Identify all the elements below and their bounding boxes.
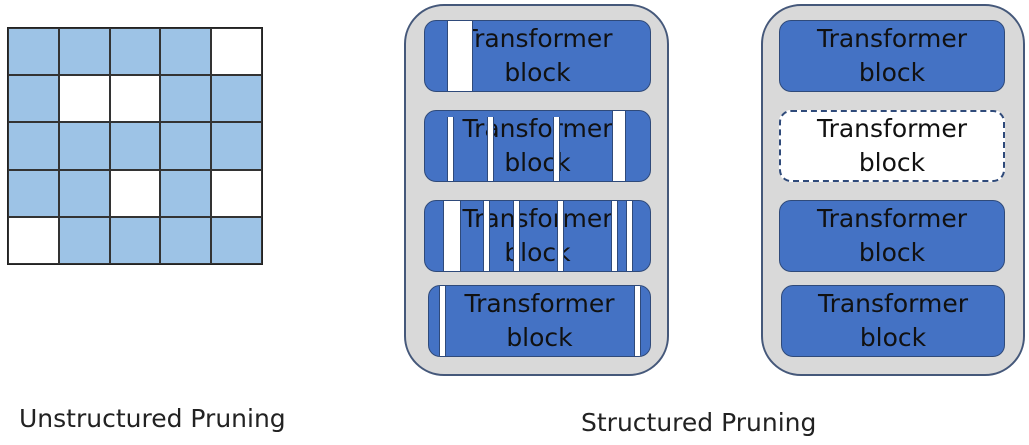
- pruned-channel: [483, 201, 490, 271]
- weight-cell: [160, 169, 212, 217]
- pruned-channel: [487, 117, 494, 181]
- structured-caption: Structured Pruning: [581, 408, 817, 437]
- pruned-channel: [447, 117, 454, 181]
- weight-cell: [109, 216, 161, 264]
- pruned-channel: [447, 21, 473, 91]
- pruned-channel: [612, 111, 626, 181]
- weight-cell: [109, 122, 161, 170]
- weight-cell: [58, 122, 110, 170]
- weight-cell: [109, 28, 161, 76]
- pruned-weight-cell: [211, 169, 262, 217]
- weight-cell: [58, 169, 110, 217]
- weight-cell: [8, 122, 59, 170]
- unstructured-weight-grid: [7, 27, 263, 265]
- pruned-channel: [626, 201, 633, 271]
- weight-cell: [58, 216, 110, 264]
- pruned-weight-cell: [109, 169, 161, 217]
- weight-cell: [160, 75, 212, 123]
- weight-cell: [8, 75, 59, 123]
- weight-cell: [160, 28, 212, 76]
- pruned-channel: [513, 201, 520, 271]
- weight-cell: [211, 75, 262, 123]
- pruned-channel: [634, 286, 641, 356]
- unstructured-caption: Unstructured Pruning: [19, 404, 286, 433]
- pruned-weight-cell: [58, 75, 110, 123]
- pruned-channel: [611, 201, 618, 271]
- pruned-weight-cell: [8, 216, 59, 264]
- pruned-channel: [557, 201, 564, 271]
- weight-cell: [160, 216, 212, 264]
- pruned-weight-cell: [109, 75, 161, 123]
- pruned-channel: [439, 286, 446, 356]
- weight-cell: [58, 28, 110, 76]
- pruned-channel: [553, 117, 560, 181]
- weight-cell: [211, 122, 262, 170]
- weight-cell: [160, 122, 212, 170]
- pruned-weight-cell: [211, 28, 262, 76]
- weight-cell: [8, 169, 59, 217]
- weight-cell: [211, 216, 262, 264]
- weight-cell: [8, 28, 59, 76]
- pruned-channel: [443, 201, 461, 271]
